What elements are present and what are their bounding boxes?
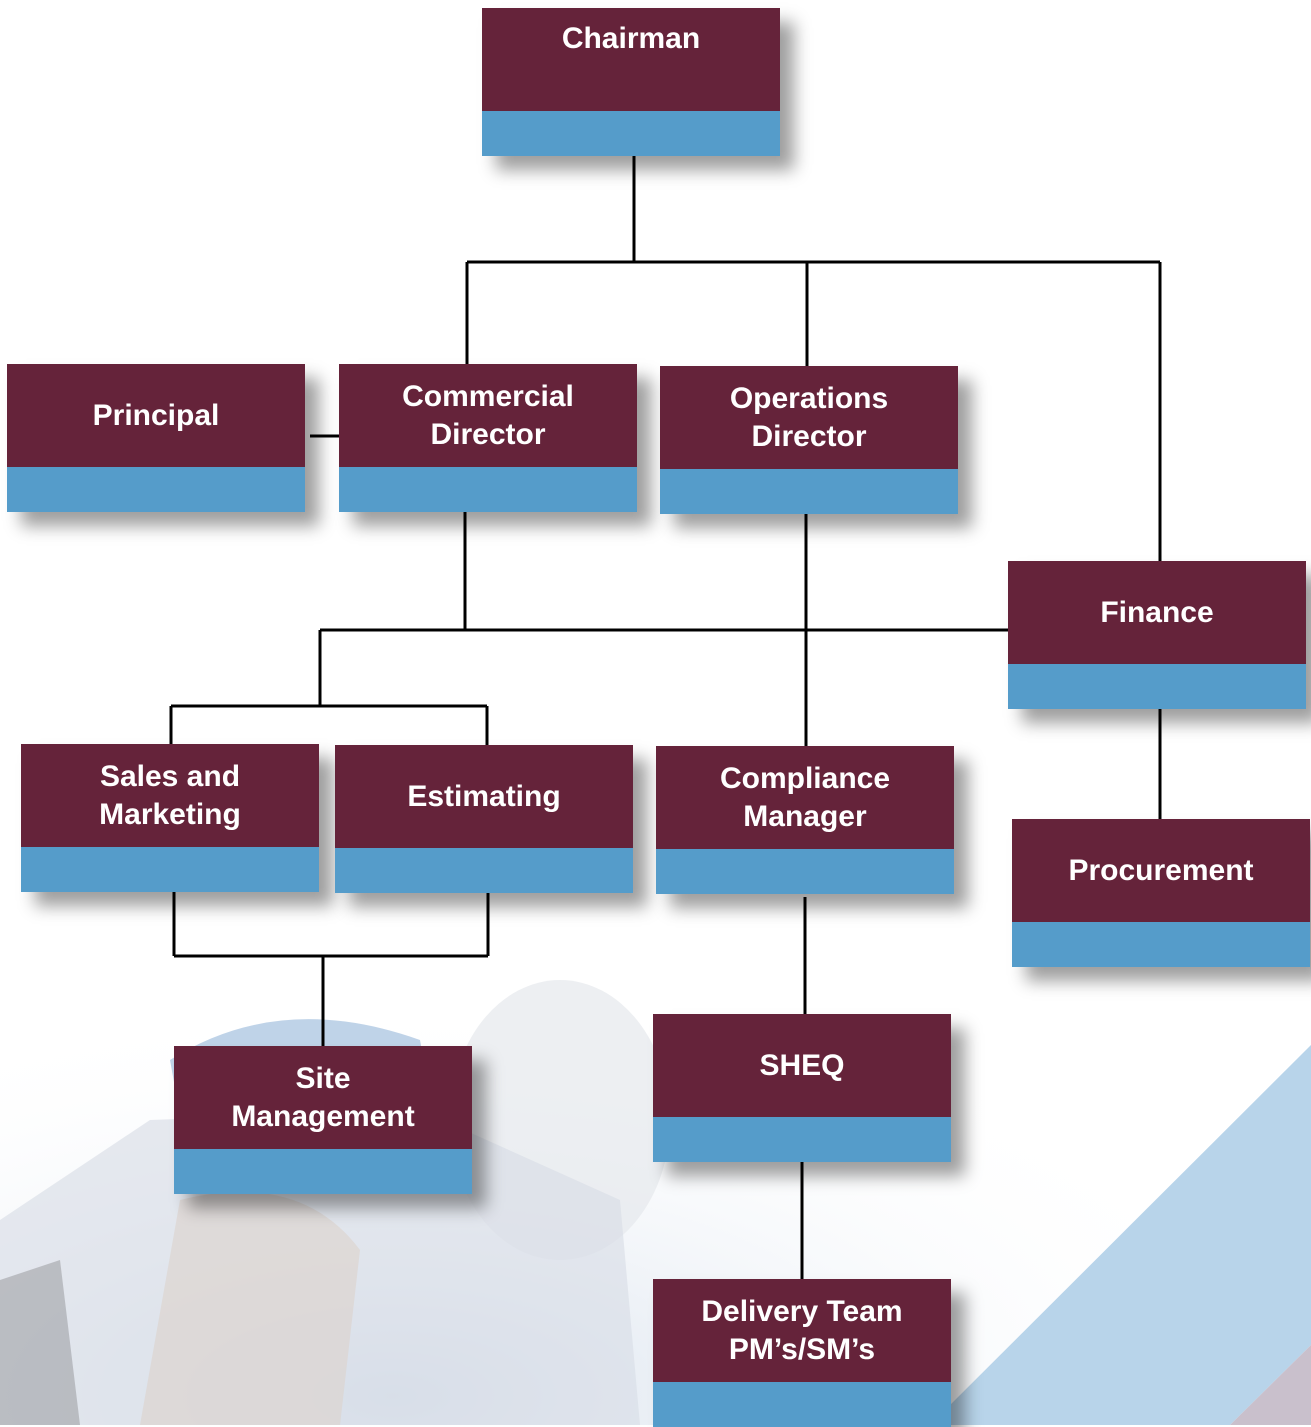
node-label: Commercial Director	[402, 379, 574, 451]
node-principal: Principal	[7, 364, 305, 512]
node-sheq: SHEQ	[653, 1014, 951, 1162]
node-label: Procurement	[1068, 853, 1254, 887]
node-sales-marketing: Sales and Marketing	[21, 744, 319, 892]
node-accent-band	[1008, 664, 1306, 709]
node-title-band: Chairman	[482, 8, 780, 111]
node-title-band: Site Management	[174, 1046, 472, 1149]
node-estimating: Estimating	[335, 745, 633, 893]
node-accent-band	[7, 467, 305, 512]
node-accent-band	[653, 1117, 951, 1162]
node-accent-band	[656, 849, 954, 894]
node-title-band: Operations Director	[660, 366, 958, 469]
node-chairman: Chairman	[482, 8, 780, 156]
node-operations-director: Operations Director	[660, 366, 958, 514]
node-accent-band	[653, 1382, 951, 1427]
node-commercial-director: Commercial Director	[339, 364, 637, 512]
node-delivery-team: Delivery Team PM’s/SM’s	[653, 1279, 951, 1427]
node-label: Finance	[1100, 595, 1214, 629]
node-title-band: SHEQ	[653, 1014, 951, 1117]
node-accent-band	[339, 467, 637, 512]
node-label: Sales and Marketing	[99, 759, 241, 831]
node-title-band: Estimating	[335, 745, 633, 848]
node-title-band: Compliance Manager	[656, 746, 954, 849]
node-title-band: Sales and Marketing	[21, 744, 319, 847]
node-label: Chairman	[561, 22, 701, 55]
node-label: Site Management	[231, 1061, 415, 1133]
node-title-band: Finance	[1008, 561, 1306, 664]
node-label: Delivery Team PM’s/SM’s	[701, 1294, 903, 1366]
node-label: Principal	[92, 398, 220, 432]
node-procurement: Procurement	[1012, 819, 1310, 967]
node-accent-band	[21, 847, 319, 892]
node-accent-band	[1012, 922, 1310, 967]
node-title-band: Principal	[7, 364, 305, 467]
node-title-band: Commercial Director	[339, 364, 637, 467]
node-accent-band	[335, 848, 633, 893]
node-label: Operations Director	[729, 381, 889, 453]
node-compliance-manager: Compliance Manager	[656, 746, 954, 894]
node-label: SHEQ	[759, 1048, 845, 1082]
node-label: Compliance Manager	[719, 761, 891, 833]
node-finance: Finance	[1008, 561, 1306, 709]
node-site-management: Site Management	[174, 1046, 472, 1194]
node-accent-band	[174, 1149, 472, 1194]
node-title-band: Delivery Team PM’s/SM’s	[653, 1279, 951, 1382]
node-accent-band	[660, 469, 958, 514]
node-accent-band	[482, 111, 780, 156]
node-title-band: Procurement	[1012, 819, 1310, 922]
node-label: Estimating	[407, 779, 561, 813]
